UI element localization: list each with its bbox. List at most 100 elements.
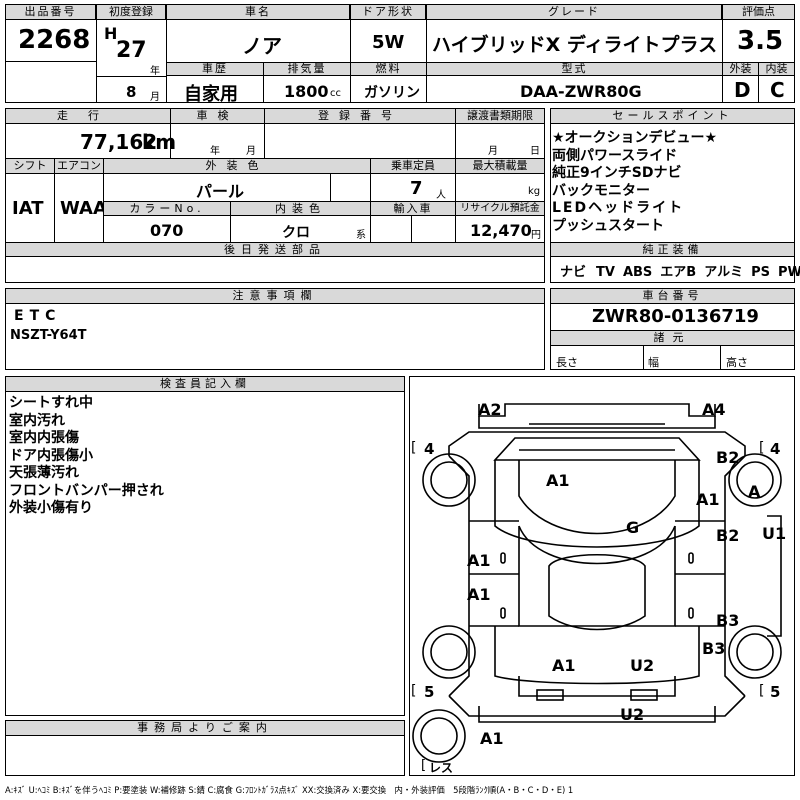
lot-number: 2268 (18, 25, 91, 55)
transfer-month-unit: 月 (488, 146, 498, 157)
damage-mark-a1-rear-left: A1 (552, 656, 576, 675)
damage-mark-u1: U1 (762, 524, 787, 543)
damage-mark-a1-left-rear: A1 (467, 585, 491, 604)
mileage-unit: km (142, 130, 177, 154)
color-no-label: カラーNo. (103, 201, 231, 216)
fuel: ガソリン (364, 85, 420, 101)
displacement-label: 排気量 (263, 62, 351, 76)
fuel-label: 燃料 (350, 62, 427, 76)
inspector-line: 外装小傷有り (9, 500, 93, 516)
equipment-item: エアB (660, 265, 697, 280)
displacement: 1800 (284, 82, 329, 101)
shift-label: シフト (5, 158, 55, 174)
color-no: 070 (150, 221, 184, 240)
equipment-item: TV (596, 265, 615, 280)
history-label: 車歴 (166, 62, 264, 76)
tire-fl-bracket: [ (411, 440, 417, 456)
recycle: 12,470 (470, 221, 532, 240)
transfer-day-unit: 日 (530, 146, 540, 157)
later-parts-label: 後日発送部品 (5, 242, 545, 257)
door-label: ドア形状 (350, 4, 426, 20)
tire-rr: 5 (770, 683, 781, 701)
reg-year: 27 (116, 38, 147, 63)
chassis-number: ZWR80-0136719 (592, 306, 759, 327)
damage-mark-a1-bottom: A1 (480, 729, 504, 748)
tire-fl: 4 (424, 440, 435, 458)
damage-mark-a-tire: A (748, 482, 761, 501)
capacity: 7 (410, 178, 423, 199)
inspection-label: 車検 (170, 108, 265, 124)
inspector-line: シートすれ中 (9, 395, 93, 411)
inspection-month-unit: 月 (246, 146, 256, 157)
notes-line-1: ETC (14, 308, 62, 324)
damage-mark-a1-left-front: A1 (467, 551, 491, 570)
era: H (104, 24, 118, 43)
exterior-score: D (734, 78, 751, 102)
height-label: 高さ (726, 356, 748, 369)
mileage-label: 走行 (5, 108, 171, 124)
sales-lines: ★オークションデビュー★ 両側パワースライド 純正9インチSDナビ バックモニタ… (552, 130, 717, 236)
reg-month: 8 (126, 83, 137, 101)
damage-mark-a4: A4 (702, 400, 726, 419)
score-label: 評価点 (722, 4, 795, 20)
sales-line: 純正9インチSDナビ (552, 165, 682, 182)
load-label: 最大積載量 (455, 158, 545, 174)
displacement-unit: cc (330, 88, 341, 99)
score: 3.5 (737, 26, 784, 56)
spec-label: 諸元 (550, 330, 795, 346)
sales-line: プッシュスタート (552, 217, 664, 234)
equipment-item: PW (777, 265, 800, 280)
length-label: 長さ (556, 356, 578, 369)
damage-mark-u2-rear: U2 (630, 656, 655, 675)
year-unit: 年 (150, 66, 160, 77)
sales-line: 両側パワースライド (552, 147, 678, 164)
recycle-unit: 円 (531, 230, 541, 241)
tire-rl: 5 (424, 683, 435, 701)
damage-mark-b2-right: B2 (716, 526, 740, 545)
damage-mark-u2-bumper: U2 (620, 705, 645, 724)
transfer-label: 譲渡書類期限 (455, 108, 545, 124)
tire-fr-bracket: [ (759, 440, 765, 456)
equipment-item: ABS (622, 265, 653, 280)
damage-mark-a2: A2 (478, 400, 502, 419)
equipment-label: 純正装備 (550, 242, 795, 257)
int-color-unit: 系 (356, 230, 366, 241)
inspector-lines: シートすれ中 室内汚れ 室内内張傷 ドア内張傷小 天張薄汚れ フロントバンパー押… (9, 395, 164, 518)
damage-mark-b2: B2 (716, 448, 740, 467)
legend-footer: A:ｷｽﾞ U:ﾍｺﾐ B:ｷｽﾞを伴うﾍｺﾐ P:要塗装 W:補修跡 S:錆 … (5, 785, 574, 795)
int-color: クロ (282, 225, 310, 241)
color-label: 外装色 (103, 158, 371, 174)
ac: WAA (60, 198, 107, 219)
shift: IAT (12, 198, 44, 219)
inspector-line: 室内汚れ (9, 412, 65, 429)
office-label: 事務局よりご案内 (5, 720, 405, 736)
equipment-item: ナビ (560, 265, 587, 280)
month-unit: 月 (150, 92, 160, 103)
chassis-label: 車台番号 (550, 288, 795, 304)
width-label: 幅 (648, 356, 659, 369)
damage-mark-a1-right-front: A1 (696, 490, 720, 509)
sales-label: セールスポイント (550, 108, 795, 124)
model: DAA-ZWR80G (520, 82, 642, 101)
import-label: 輸入車 (370, 201, 456, 216)
inspection-year-unit: 年 (210, 146, 220, 157)
inspector-line: 室内内張傷 (9, 430, 79, 446)
first-reg-label: 初度登録 (96, 4, 166, 20)
spare-bracket: [ (421, 758, 427, 773)
equipment-item: アルミ (704, 265, 744, 280)
grade: ハイブリッドX ディライトプラス (432, 34, 718, 56)
color: パール (196, 182, 245, 201)
inspector-line: ドア内張傷小 (9, 447, 93, 464)
car-name: ノア (242, 34, 282, 58)
name-label: 車名 (166, 4, 350, 20)
model-label: 型式 (426, 62, 723, 76)
tire-fr: 4 (770, 440, 781, 458)
spare-status: レス (429, 761, 454, 775)
history: 自家用 (184, 84, 238, 105)
int-color-label: 内装色 (230, 201, 371, 216)
capacity-label: 乗車定員 (370, 158, 456, 174)
sales-line: LEDヘッドライト (552, 200, 685, 217)
regno-label: 登録番号 (264, 108, 456, 124)
load-unit: kg (528, 186, 541, 197)
interior-label: 内装 (758, 62, 795, 76)
